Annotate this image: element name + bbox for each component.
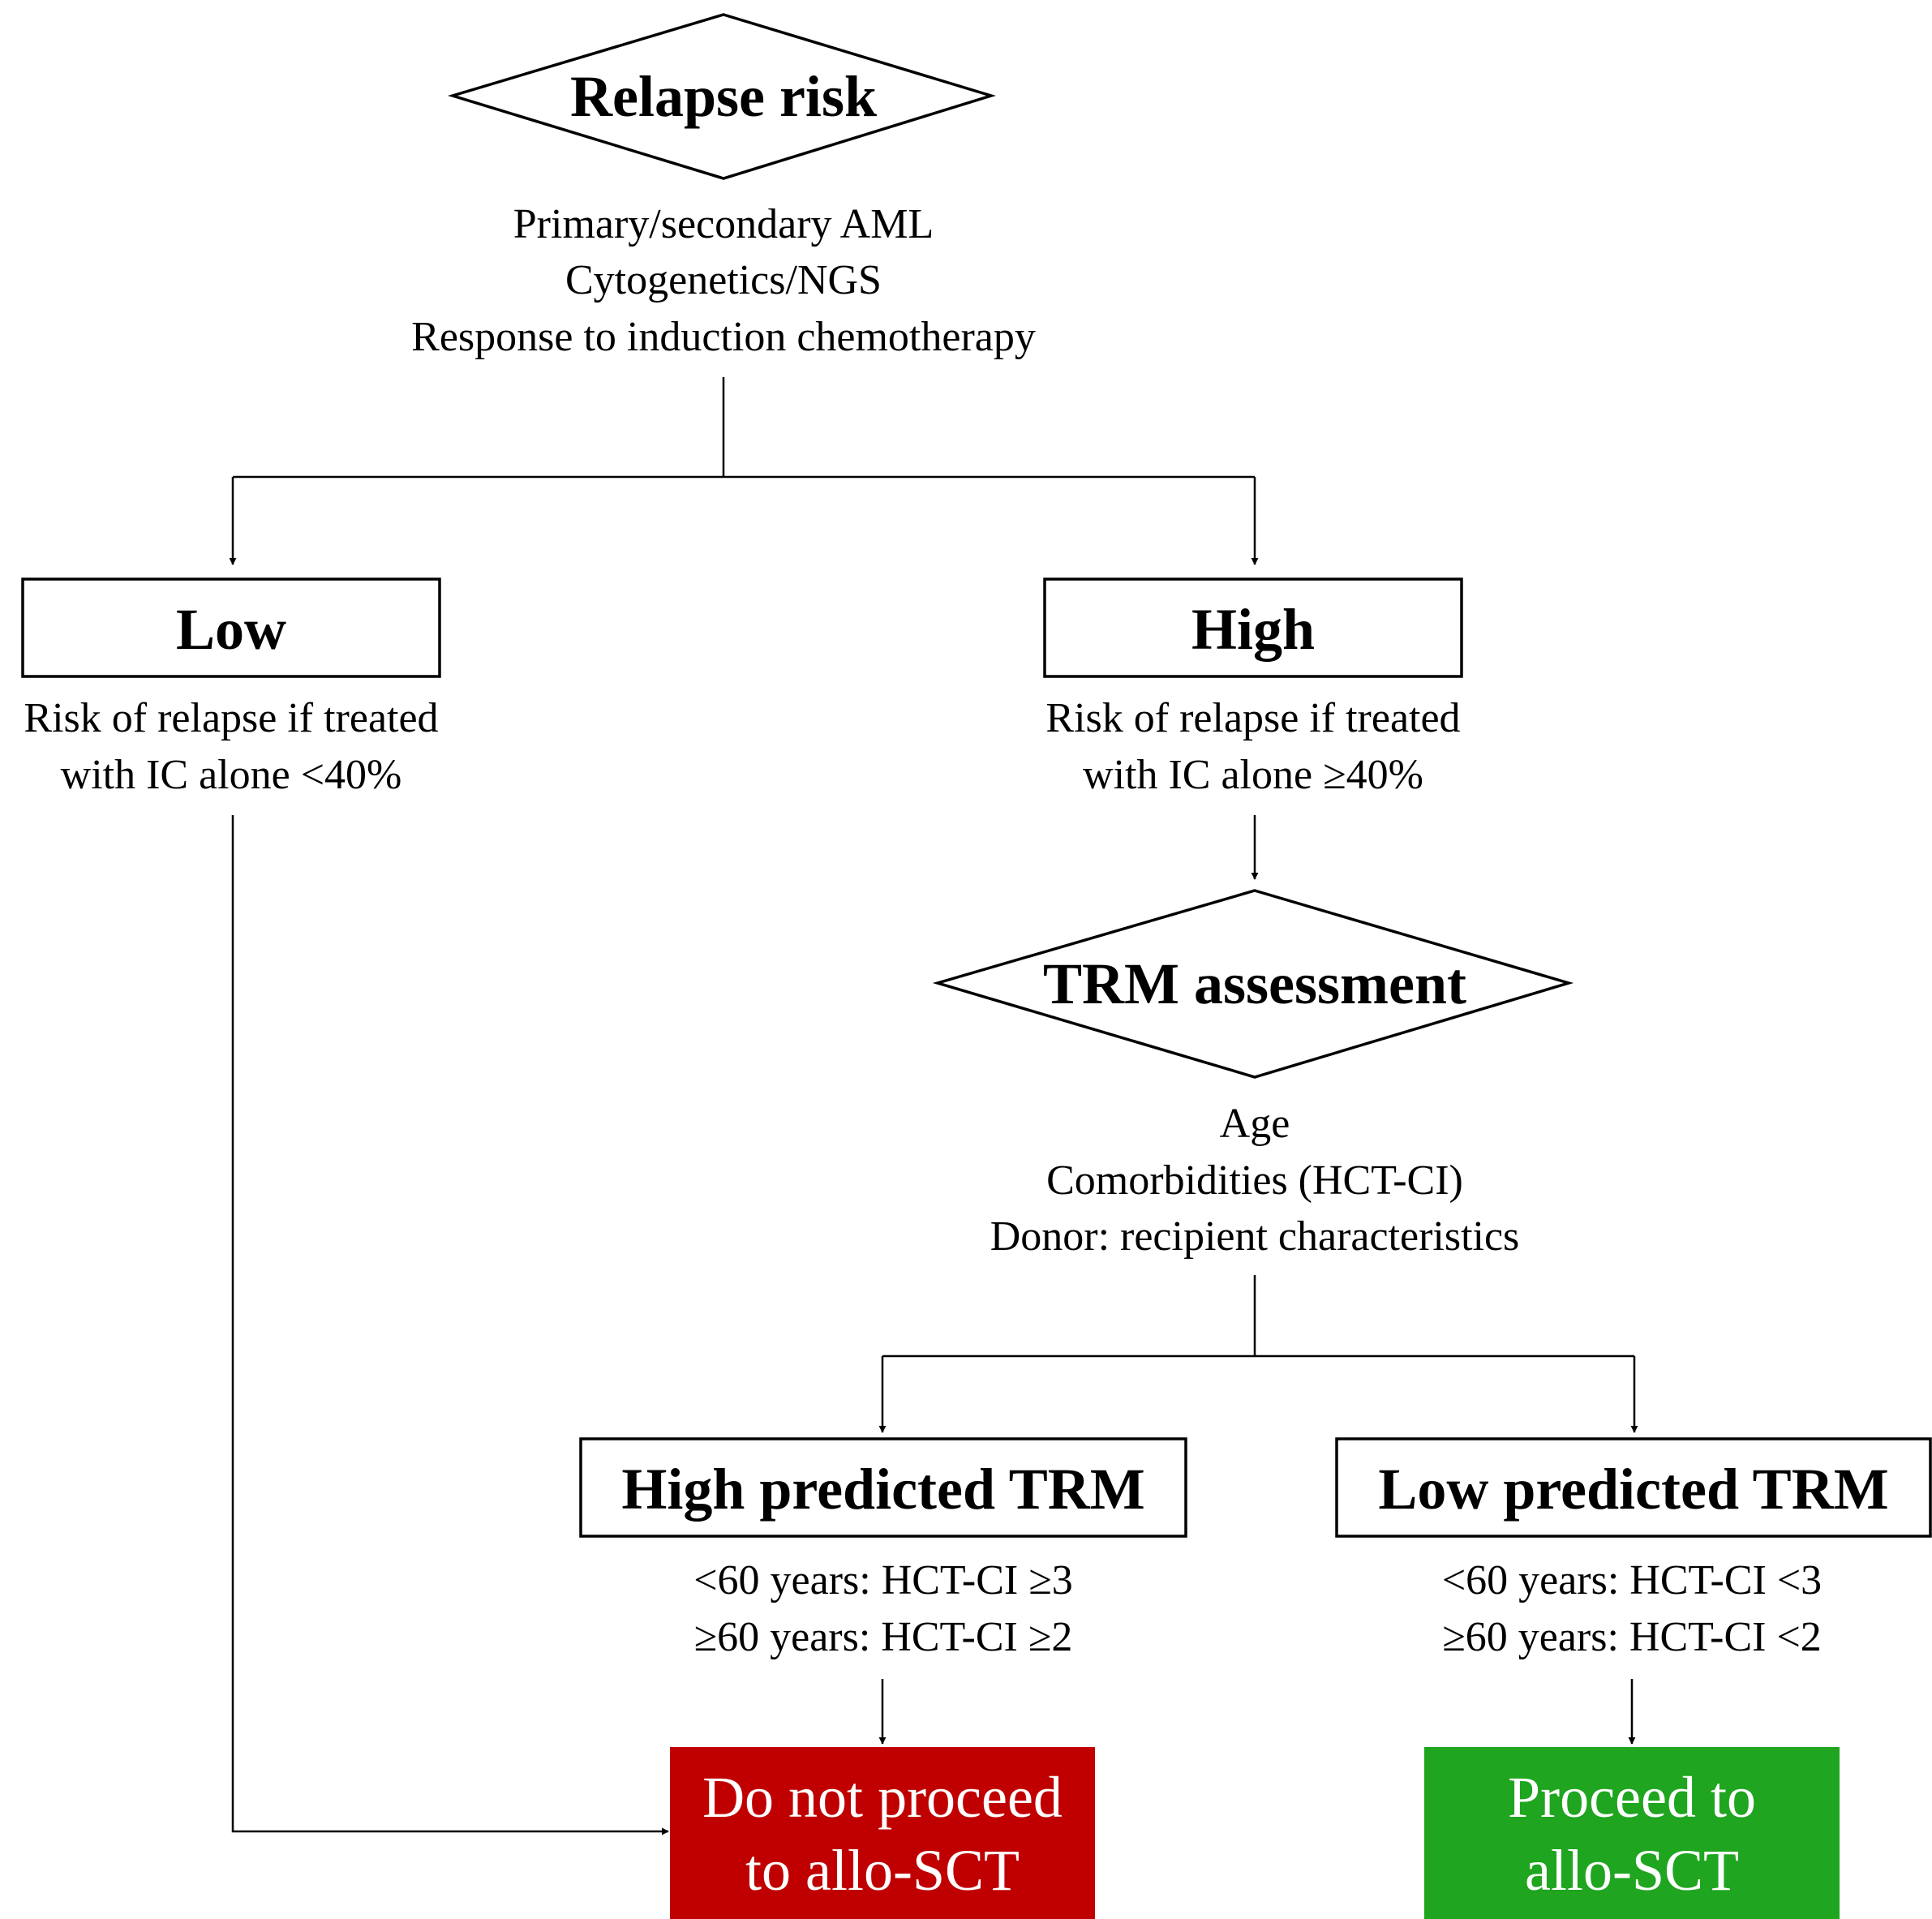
arrow-low-to-no-sct (231, 815, 669, 1835)
low-predicted-trm-node: Low predicted TRM <60 years: HCT-CI <3 ≥… (1335, 1437, 1932, 1660)
relapse-risk-line-1: Primary/secondary AML (513, 201, 934, 247)
do-not-proceed-node: Do not proceed to allo-SCT (670, 1747, 1095, 1919)
proceed-line-1: Proceed to (1508, 1765, 1756, 1830)
low-predicted-trm-line-2: ≥60 years: HCT-CI <2 (1442, 1614, 1822, 1660)
high-predicted-trm-line-1: <60 years: HCT-CI ≥3 (693, 1557, 1073, 1603)
trm-assessment-line-3: Donor: recipient characteristics (990, 1213, 1520, 1260)
relapse-risk-diamond (447, 13, 996, 180)
high-predicted-trm-title: High predicted TRM (621, 1457, 1144, 1522)
proceed-node: Proceed to allo-SCT (1424, 1747, 1840, 1919)
low-risk-box (21, 577, 441, 678)
relapse-risk-node: Relapse risk Primary/secondary AML Cytog… (411, 13, 1036, 360)
low-risk-line-2: with IC alone <40% (61, 752, 402, 798)
high-risk-title: High (1191, 597, 1315, 662)
low-risk-line-1: Risk of relapse if treated (24, 695, 438, 741)
do-not-proceed-box (670, 1747, 1095, 1919)
relapse-risk-title: Relapse risk (570, 64, 877, 129)
do-not-proceed-line-2: to allo-SCT (745, 1838, 1020, 1903)
proceed-line-2: allo-SCT (1525, 1838, 1739, 1903)
high-risk-line-2: with IC alone ≥40% (1083, 752, 1423, 798)
trm-assessment-line-2: Comorbidities (HCT-CI) (1046, 1157, 1463, 1204)
relapse-risk-line-3: Response to induction chemotherapy (411, 314, 1036, 360)
high-predicted-trm-line-2: ≥60 years: HCT-CI ≥2 (694, 1614, 1073, 1660)
trm-assessment-node: TRM assessment Age Comorbidities (HCT-CI… (932, 889, 1574, 1260)
relapse-risk-line-2: Cytogenetics/NGS (565, 257, 882, 303)
do-not-proceed-line-1: Do not proceed (702, 1765, 1063, 1830)
high-risk-line-1: Risk of relapse if treated (1045, 695, 1460, 741)
connectors (229, 377, 1638, 1835)
trm-assessment-title: TRM assessment (1043, 951, 1466, 1016)
high-predicted-trm-node: High predicted TRM <60 years: HCT-CI ≥3 … (579, 1437, 1187, 1660)
trm-assessment-diamond (932, 889, 1574, 1079)
proceed-box (1424, 1747, 1840, 1919)
trm-assessment-line-1: Age (1220, 1101, 1290, 1147)
low-predicted-trm-title: Low predicted TRM (1378, 1457, 1888, 1522)
high-risk-box (1043, 577, 1463, 678)
high-risk-node: High Risk of relapse if treated with IC … (1043, 577, 1463, 798)
high-predicted-trm-box (579, 1437, 1187, 1538)
low-risk-node: Low Risk of relapse if treated with IC a… (21, 577, 441, 798)
low-predicted-trm-line-1: <60 years: HCT-CI <3 (1442, 1557, 1822, 1603)
low-predicted-trm-box (1335, 1437, 1932, 1538)
low-risk-title: Low (176, 597, 286, 662)
